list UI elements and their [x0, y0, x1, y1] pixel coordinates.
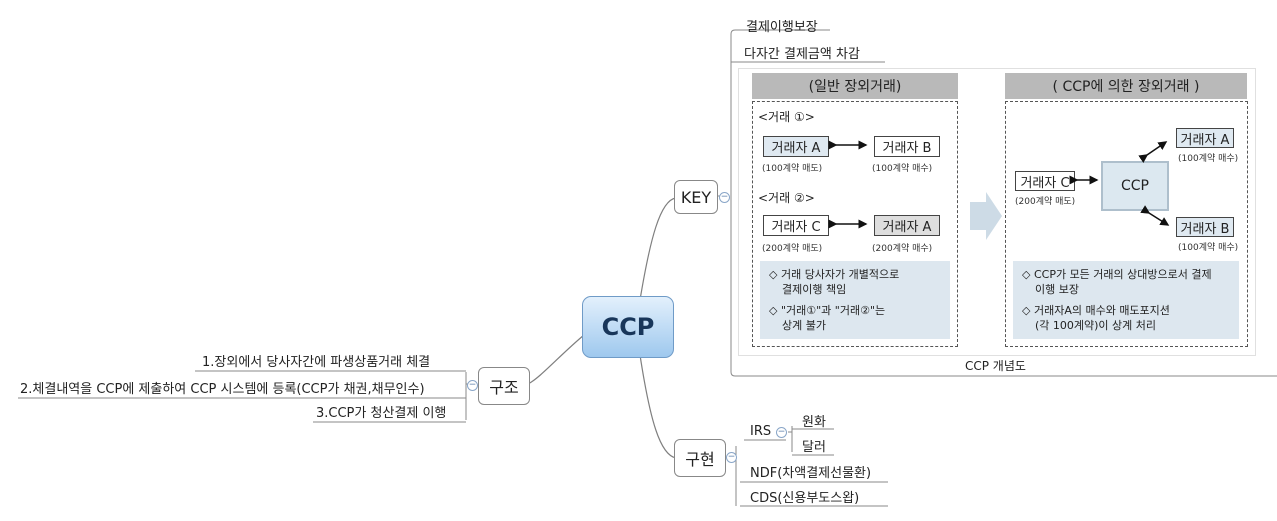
collapse-structure-icon[interactable]: − — [467, 380, 478, 391]
topic-key[interactable]: KEY — [674, 180, 718, 214]
key-child-2[interactable]: 다자간 결제금액 차감 — [744, 47, 860, 62]
left-panel-notes: ◇ 거래 당사자가 개별적으로 결제이행 책임 ◇ "거래①"과 "거래②"는 … — [760, 261, 950, 339]
r-party-b-note: (100계약 매수) — [1178, 243, 1239, 253]
right-note-1: ◇ CCP가 모든 거래의 상대방으로서 결제 — [1022, 268, 1212, 281]
trade2-label: <거래 ②> — [758, 191, 815, 205]
irs-child-1[interactable]: 원화 — [802, 415, 826, 430]
figure-caption: CCP 개념도 — [965, 359, 1026, 373]
key-child-1[interactable]: 결제이행보장 — [746, 20, 818, 35]
t1-party-a-note: (100계약 매도) — [762, 164, 823, 174]
t2-party-c-note: (200계약 매도) — [762, 244, 823, 254]
r-party-c: 거래자 C — [1015, 171, 1075, 191]
topic-structure[interactable]: 구조 — [478, 367, 530, 405]
structure-child-3[interactable]: 3.CCP가 청산결제 이행 — [316, 406, 447, 421]
left-panel-frame — [752, 101, 958, 347]
root-topic[interactable]: CCP — [582, 296, 674, 358]
root-label: CCP — [601, 313, 655, 341]
t2-party-a: 거래자 A — [874, 215, 940, 236]
r-party-a-note: (100계약 매수) — [1178, 154, 1239, 164]
impl-child-ndf[interactable]: NDF(차액결제선물환) — [750, 466, 872, 481]
impl-irs[interactable]: IRS — [750, 424, 772, 439]
t1-party-a: 거래자 A — [763, 136, 829, 157]
left-note-4: 상계 불가 — [782, 319, 826, 332]
t2-party-a-note: (200계약 매수) — [872, 244, 933, 254]
left-note-1: ◇ 거래 당사자가 개별적으로 — [769, 268, 900, 281]
right-panel-notes: ◇ CCP가 모든 거래의 상대방으로서 결제 이행 보장 ◇ 거래자A의 매수… — [1013, 261, 1239, 339]
topic-key-label: KEY — [680, 187, 712, 207]
r-party-a: 거래자 A — [1176, 128, 1234, 148]
t1-party-b: 거래자 B — [874, 136, 940, 157]
t2-party-c: 거래자 C — [763, 215, 829, 236]
irs-child-2[interactable]: 달러 — [802, 440, 826, 455]
topic-implementation[interactable]: 구현 — [674, 439, 726, 477]
transition-arrow-icon — [970, 192, 1002, 240]
topic-implementation-label: 구현 — [685, 450, 715, 469]
collapse-implementation-icon[interactable]: − — [726, 452, 737, 463]
r-party-c-note: (200계약 매도) — [1015, 197, 1076, 207]
topic-structure-label: 구조 — [489, 378, 519, 397]
trade1-label: <거래 ①> — [758, 110, 815, 124]
left-note-2: 결제이행 책임 — [782, 283, 847, 296]
r-ccp-box: CCP — [1101, 161, 1169, 211]
left-note-3: ◇ "거래①"과 "거래②"는 — [769, 304, 886, 317]
collapse-irs-icon[interactable]: − — [776, 427, 787, 438]
right-note-2: 이행 보장 — [1035, 283, 1079, 296]
r-party-b: 거래자 B — [1176, 217, 1234, 237]
right-note-4: (각 100계약)이 상계 처리 — [1035, 319, 1157, 332]
right-note-3: ◇ 거래자A의 매수와 매도포지션 — [1022, 304, 1170, 317]
collapse-key-icon[interactable]: − — [719, 192, 730, 203]
structure-child-1[interactable]: 1.장외에서 당사자간에 파생상품거래 체결 — [202, 355, 431, 370]
structure-child-2[interactable]: 2.체결내역을 CCP에 제출하여 CCP 시스템에 등록(CCP가 채권,채무… — [20, 382, 425, 397]
impl-child-cds[interactable]: CDS(신용부도스왑) — [750, 491, 860, 506]
left-panel-title: (일반 장외거래) — [752, 73, 958, 99]
t1-party-b-note: (100계약 매수) — [872, 164, 933, 174]
right-panel-title: ( CCP에 의한 장외거래 ) — [1005, 73, 1247, 99]
right-panel-frame — [1005, 101, 1248, 347]
